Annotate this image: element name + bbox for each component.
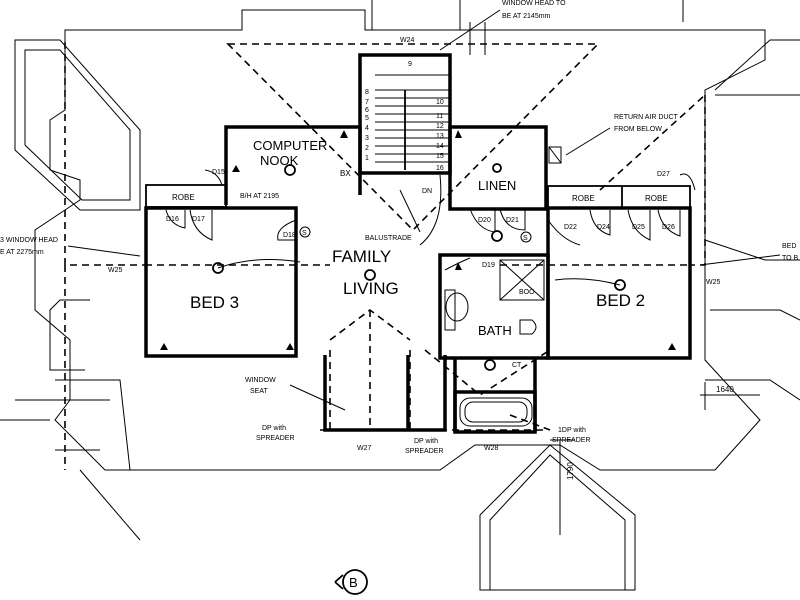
room-label-bed3: BED 3 [190, 293, 239, 312]
note-boo: BOO [519, 289, 535, 296]
tag-w28: W28 [484, 445, 499, 452]
note-bh: B/H AT 2195 [240, 193, 279, 200]
note-dp-mid-2: SPREADER [405, 448, 444, 455]
room-label-robe-right-2: ROBE [645, 194, 668, 203]
stair-num-1: 1 [365, 155, 369, 162]
note-window-head-top-1: WINDOW HEAD TO [502, 0, 566, 7]
tag-d17: D17 [192, 216, 205, 223]
bath-fixtures [444, 259, 545, 427]
note-window-seat-2: SEAT [250, 388, 268, 395]
triangle-markers [160, 130, 676, 350]
stair-num-16: 16 [436, 165, 444, 172]
tag-d24: D24 [597, 224, 610, 231]
note-window-seat-1: WINDOW [245, 377, 276, 384]
tag-d18: D18 [283, 232, 296, 239]
tag-s-mark: S [302, 230, 307, 237]
stair-num-15: 15 [436, 153, 444, 160]
stair-num-7: 7 [365, 99, 369, 106]
door-swings [165, 169, 696, 271]
walls [144, 53, 692, 434]
room-label-computer: COMPUTER [253, 138, 327, 153]
section-marker-label: B [349, 575, 358, 590]
note-dn: DN [422, 188, 432, 195]
room-label-linen: LINEN [478, 178, 516, 193]
light-fixtures [212, 163, 626, 371]
note-dp-left-2: SPREADER [256, 435, 295, 442]
note-balustrade: BALUSTRADE [365, 235, 412, 242]
stair-num-5: 5 [365, 115, 369, 122]
tag-w24: W24 [400, 37, 415, 44]
tag-d22: D22 [564, 224, 577, 231]
note-ct: CT [512, 362, 522, 369]
note-return-air-2: FROM BELOW [614, 126, 662, 133]
note-s-right: S [523, 235, 528, 242]
room-label-robe-right-1: ROBE [572, 194, 595, 203]
tag-d27: D27 [657, 171, 670, 178]
tag-d26: D26 [662, 224, 675, 231]
tag-d16: D16 [166, 216, 179, 223]
note-window-head-left-1: 3 WINDOW HEAD [0, 237, 58, 244]
tag-d15: D15 [212, 169, 225, 176]
note-window-head-top-2: BE AT 2145mm [502, 13, 551, 20]
stair-num-3: 3 [365, 135, 369, 142]
stair-num-8: 8 [365, 89, 369, 96]
tag-d25: D25 [632, 224, 645, 231]
stair-num-4: 4 [365, 125, 369, 132]
dimension-1790: 1790 [566, 462, 575, 480]
stair-num-9: 9 [408, 61, 412, 68]
tag-w27: W27 [357, 445, 372, 452]
tag-d21: D21 [506, 217, 519, 224]
note-right-edge-2: TO B [782, 255, 799, 262]
leader-lines [67, 9, 781, 535]
stair-num-2: 2 [365, 145, 369, 152]
stair-treads [375, 74, 450, 170]
tag-w25-right: W25 [706, 279, 721, 286]
room-label-nook: NOOK [260, 153, 299, 168]
room-label-robe-left: ROBE [172, 193, 195, 202]
stair-num-12: 12 [436, 123, 444, 130]
room-label-living: LIVING [343, 279, 399, 298]
stair-num-13: 13 [436, 133, 444, 140]
stair-num-14: 14 [436, 143, 444, 150]
note-dp-right-2: SPREADER [552, 437, 591, 444]
stair-num-6: 6 [365, 107, 369, 114]
note-dp-right-1: 1DP with [558, 427, 586, 434]
tag-d19: D19 [482, 262, 495, 269]
note-return-air-1: RETURN AIR DUCT [614, 114, 679, 121]
tag-w25-left: W25 [108, 267, 123, 274]
stair-num-11: 11 [436, 113, 443, 120]
note-window-head-left-2: E AT 2275mm [0, 249, 44, 256]
note-bx: BX [340, 169, 351, 178]
room-label-bath: BATH [478, 323, 512, 338]
room-label-family: FAMILY [332, 247, 391, 266]
tag-d20: D20 [478, 217, 491, 224]
section-marker: B [334, 569, 368, 595]
room-label-bed2: BED 2 [596, 291, 645, 310]
note-dp-left-1: DP with [262, 425, 286, 432]
dimension-1640: 1640 [716, 385, 734, 394]
stair-num-10: 10 [436, 99, 444, 106]
note-right-edge-1: BED [782, 243, 796, 250]
note-dp-mid-1: DP with [414, 438, 438, 445]
